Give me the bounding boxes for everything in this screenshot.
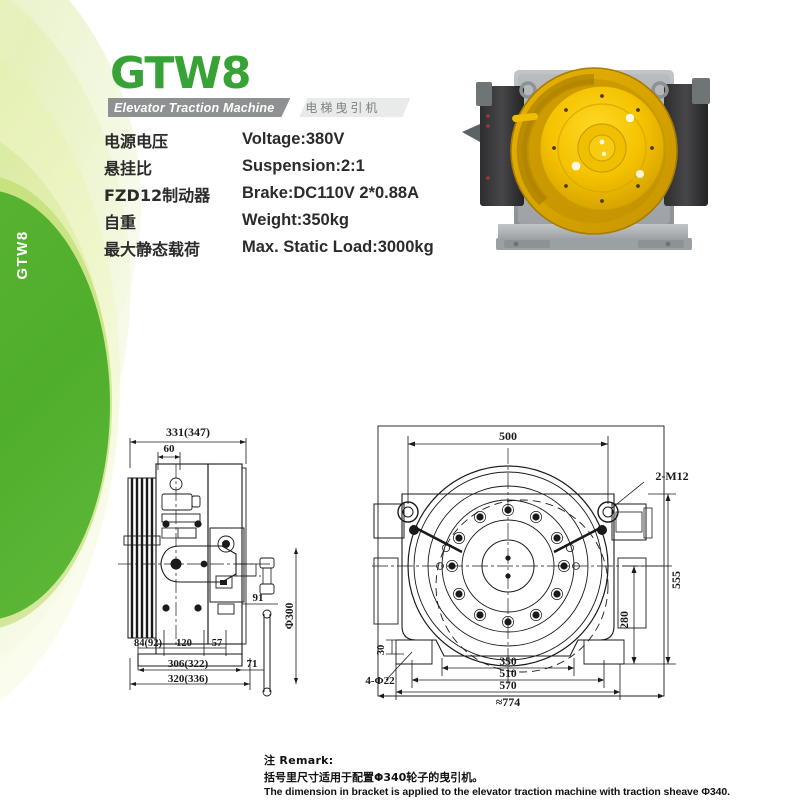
spec-value-en: Brake:DC110V 2*0.88A	[242, 184, 420, 202]
dim-top-inner: 60	[164, 443, 176, 455]
spec-row: 电源电压 Voltage:380V	[104, 126, 464, 153]
spec-value-en: Suspension:2:1	[242, 157, 365, 175]
technical-drawing-front-view: 500 2-M12 4-Φ22 555 280 30 350 510 570 ≈…	[365, 408, 702, 718]
spec-label-cn: 电源电压	[104, 131, 169, 151]
spec-value-en: Voltage:380V	[242, 130, 345, 148]
dim-top-overall: 500	[499, 429, 517, 443]
dim-bottom-570: 570	[499, 680, 517, 692]
dim-right-upper: 91	[253, 592, 264, 604]
subtitle-english: Elevator Traction Machine	[108, 98, 290, 117]
dim-bottom-b: 120	[176, 638, 192, 649]
spec-label-cn: FZD12制动器	[104, 185, 211, 205]
dim-bottom-c: 57	[212, 638, 223, 649]
lifting-eye-left	[519, 81, 537, 99]
callout-bolt-2-m12: 2-M12	[655, 469, 688, 483]
dim-top-overall: 331(347)	[166, 425, 210, 439]
brake-unit-right	[664, 84, 708, 206]
dim-bottom-total-2: 320(336)	[168, 673, 209, 685]
spec-label-cn: 悬挂比	[104, 158, 153, 178]
subtitle-chinese: 电梯曳引机	[299, 98, 410, 117]
sidebar-model-label: GTW8	[14, 230, 31, 280]
spec-label-cn: 自重	[104, 212, 137, 232]
green-leaf-shape	[0, 190, 110, 620]
subtitle-banner: Elevator Traction Machine 电梯曳引机	[108, 98, 410, 117]
product-photo	[452, 56, 734, 268]
callout-hole-4-phi22: 4-Φ22	[365, 675, 395, 687]
page-title: GTW8	[110, 48, 252, 99]
remark-block: 注 Remark: 括号里尺寸适用于配置Φ340轮子的曳引机。 The dime…	[264, 752, 784, 798]
spec-label-cn: 最大静态载荷	[104, 239, 201, 259]
green-ribbon-3	[0, 30, 120, 730]
dim-height-outer: 555	[669, 571, 683, 589]
dim-bottom-a: 84(92)	[134, 638, 162, 649]
banner-divider	[290, 98, 299, 117]
remark-english: The dimension in bracket is applied to t…	[264, 786, 730, 798]
dim-bottom-350: 350	[499, 656, 517, 668]
dim-bottom-774: ≈774	[496, 695, 521, 709]
leaf-highlight	[0, 175, 112, 630]
dim-bottom-510: 510	[499, 668, 517, 680]
dim-right-lower: 71	[247, 658, 258, 670]
remark-chinese: 括号里尺寸适用于配置Φ340轮子的曳引机。	[264, 771, 484, 784]
green-ribbon-4	[0, 120, 110, 680]
specifications-list: 电源电压 Voltage:380V 悬挂比 Suspension:2:1 FZD…	[104, 126, 464, 261]
dim-height-inner: 280	[617, 611, 631, 629]
spec-row: 最大静态载荷 Max. Static Load:3000kg	[104, 234, 464, 261]
technical-drawing-side-view: 331(347) 60 84(92) 120 57 306(322) 320(3…	[118, 408, 318, 708]
spec-row: 悬挂比 Suspension:2:1	[104, 153, 464, 180]
dim-bottom-total-1: 306(322)	[168, 658, 209, 670]
spec-row: FZD12制动器 Brake:DC110V 2*0.88A	[104, 180, 464, 207]
dim-sheave-diameter: Φ300	[284, 602, 296, 629]
spec-row: 自重 Weight:350kg	[104, 207, 464, 234]
dim-foot-height: 30	[376, 645, 387, 656]
remark-title: 注 Remark:	[264, 754, 334, 767]
spec-value-en: Max. Static Load:3000kg	[242, 238, 434, 256]
lifting-eye-right	[651, 81, 669, 99]
brake-unit-left	[480, 86, 524, 206]
spec-value-en: Weight:350kg	[242, 211, 349, 229]
